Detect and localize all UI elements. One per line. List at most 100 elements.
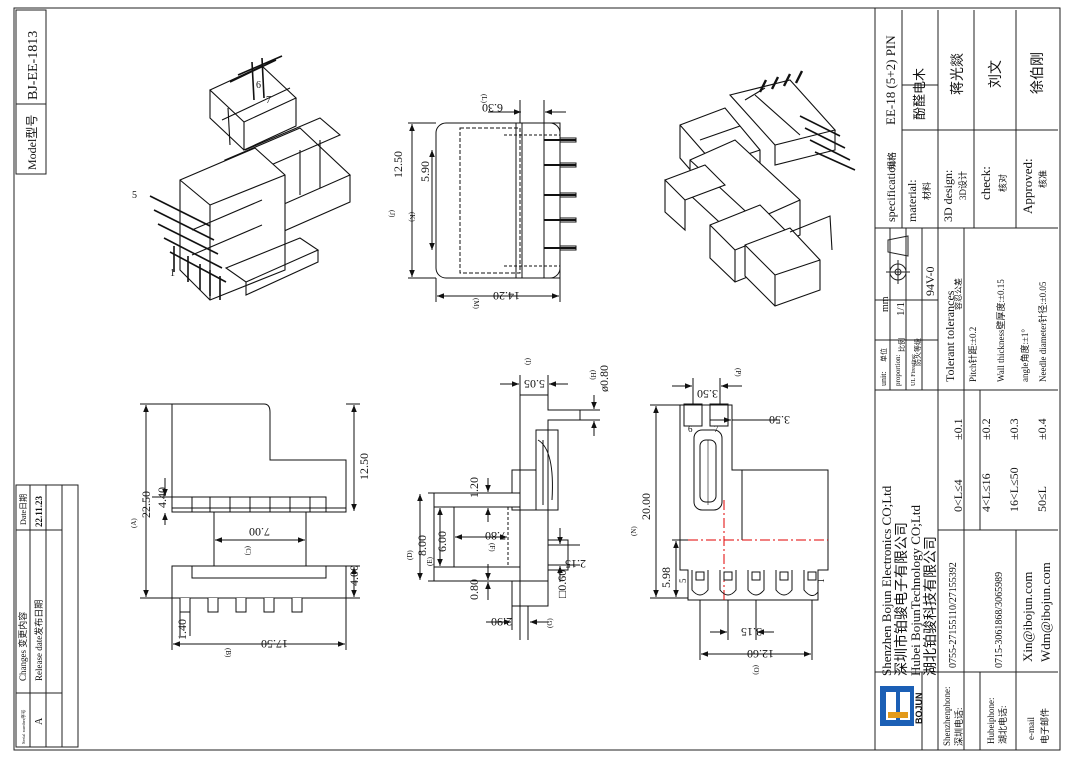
changes-title: Changes 变更内容 [17,612,28,681]
email-label: e-mail [1026,717,1036,740]
label-I: (I) [524,358,532,366]
label-A: (A) [130,518,138,528]
tolerance-title: Tolerant tolerances [943,290,957,382]
ul-value: 94V-0 [923,266,937,296]
changes-serial-header: Serial number序号 [20,709,27,744]
top-view [408,100,577,302]
label-P: (P) [734,368,742,377]
model-label: Model型号 [25,115,39,170]
changes-table: Changes 变更内容 Date日期 Serial number序号 Rele… [15,484,79,748]
tol-range-3: 16<L≤50 [1007,467,1021,512]
tolerance-cn: 容忍公差 [953,278,963,310]
dim-22-50: 22.50 [139,491,153,518]
dim-12-60: 12.60 [747,647,774,661]
hb-phone: 0715-3061868/3065989 [994,572,1005,668]
changes-date-title: Date日期 [19,494,28,525]
tol-note-2: Wall thickness壁厚度:±0.15 [995,279,1006,382]
sheet-border [13,7,1061,751]
tol-range-2: 4<L≤16 [979,473,993,512]
tol-value-2: ±0.2 [979,418,993,440]
dim-14-20: 14.20 [493,289,520,303]
email-cn: 电子邮件 [1039,708,1050,744]
spec-value: EE-18 (5+2) PIN [883,35,898,125]
design-cn: 3D设计 [957,171,968,200]
dim-2-15: 2.15 [565,557,586,571]
top-view-labels: 6.30 (L) 12.50 (J) 5.90 (K) 14.20 (M) [388,94,520,310]
tol-note-3: angle角度:±1° [1019,329,1030,382]
material-label: material: [905,179,919,222]
dim-20-00: 20.00 [639,493,653,520]
proportion-cn: 比例 [897,338,906,352]
bojun-logo: BOJUN [880,686,924,726]
side-view [417,375,600,640]
tol-note-4: Needle diameter针径:±0.05 [1037,281,1048,382]
label-G: (G) [546,618,554,628]
approved-value: 徐伯刚 [1030,52,1046,94]
dim-6-30: 6.30 [482,101,503,115]
check-label: check: [978,166,993,200]
tol-value-3: ±0.3 [1007,418,1021,440]
bottom-view [650,378,829,660]
tol-range-4: 50≤L [1035,486,1049,512]
label-F: (F) [488,543,496,552]
email-1: Xin@ibojun.com [1020,572,1035,662]
tol-note-1: Pitch针距:±0.2 [967,327,978,382]
bottom-pin-6: 6 [688,424,693,434]
title-block-text: specification: 规格 EE-18 (5+2) PIN materi… [879,35,1053,746]
tol-value-4: ±0.4 [1035,418,1049,440]
tol-value-1: ±0.1 [951,418,965,440]
changes-serial-value: A [34,717,45,725]
company-en-2: Hubei BojunTechnology CO;Ltd [908,505,923,676]
dim-3-50: 3.50 [769,413,790,427]
label-K: (K) [408,212,416,222]
title-block [875,10,1058,750]
label-J: (J) [388,210,396,218]
isometric-view-2 [664,70,856,307]
label-O: (O) [752,665,760,675]
approved-cn: 核准 [1037,170,1048,188]
logo-text: BOJUN [914,692,924,724]
dim-12-50-front: 12.50 [357,453,371,480]
dim-2-90: 2.90 [491,615,512,629]
check-cn: 核对 [997,174,1008,192]
hb-phone-cn: 湖北电话: [997,705,1008,744]
sz-phone-label: Shenzhenphone: [942,687,952,746]
dim-3-15: 3.15 [741,625,762,639]
iso-pin-5-label: 5 [132,190,137,201]
dim-1-40: 1.40 [175,619,189,640]
approved-label: Approved: [1020,158,1035,214]
isometric-view-1: 5 1 6 7 [132,55,351,301]
company-cn-1: 深圳市铂骏电子有限公司 [893,522,910,676]
email-2: Wdm@ibojun.com [1038,562,1053,662]
dim-phi-0-80: ø0.80 [597,365,611,392]
label-E: (E) [426,556,434,566]
iso-pin-1-label: 1 [170,268,175,279]
unit-value: mm [880,296,891,312]
dim-1-20: 1.20 [467,477,481,498]
dim-sq-0-60: □0.60 [555,570,569,598]
material-cn: 材料 [921,182,932,200]
model-box: Model型号 BJ-EE-1813 [15,9,47,175]
label-H: (H) [589,370,597,380]
hb-phone-label: Hubeiphone: [986,698,996,745]
changes-date-value: 22.11.23 [34,495,44,527]
changes-release-label: Release date发布日期 [33,600,44,681]
model-number: BJ-EE-1813 [26,31,41,100]
bottom-view-labels: 3.50 (P) 3.50 20.00 (N) 5.98 3.15 12.60 … [630,368,826,675]
dim-4-40: 4.40 [155,487,169,508]
sz-phone: 0755-27155110/27155392 [948,562,959,668]
dim-8-00: 8.00 [415,535,429,556]
dim-5-98: 5.98 [659,567,673,588]
side-view-labels: 5.05 (I) ø0.80 (H) 1.20 8.00 (D) 6.00 (E… [406,358,611,629]
dim-17-50: 17.50 [261,637,288,651]
label-N: (N) [630,526,638,536]
sz-phone-cn: 深圳电话: [953,707,964,746]
design-value: 蒋光燚 [950,53,966,95]
dim-7-80: 7.80 [485,529,506,543]
spec-label: specification: [884,157,898,222]
bottom-pin-7: 7 [714,424,719,434]
unit-cn: 单位 [879,348,888,362]
label-C: (C) [244,546,252,556]
tol-range-1: 0<L≤4 [951,479,965,512]
